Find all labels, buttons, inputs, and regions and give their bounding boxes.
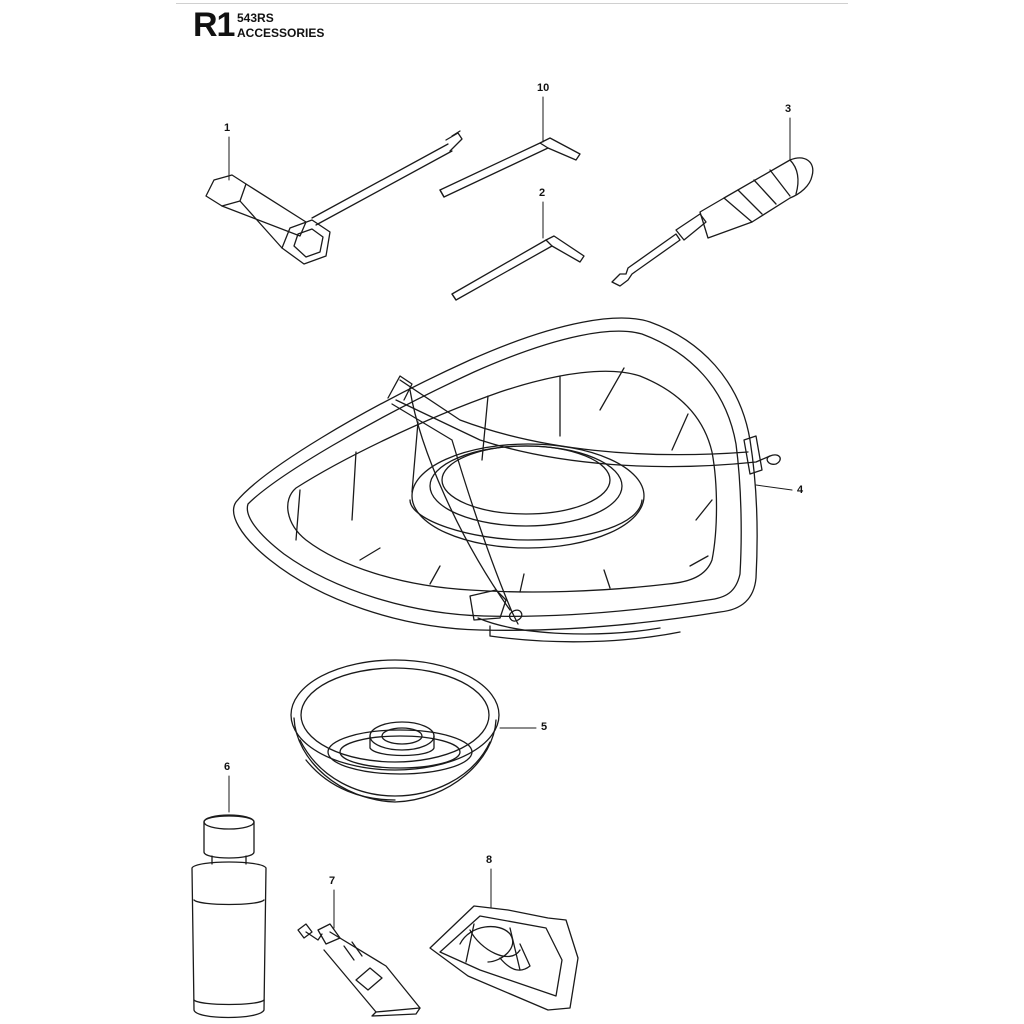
header-rule <box>176 3 848 4</box>
callout-5[interactable]: 5 <box>541 721 548 733</box>
callout-6[interactable]: 6 <box>224 761 231 773</box>
callout-2[interactable]: 2 <box>539 187 546 199</box>
model-name: 543RS <box>237 11 274 25</box>
callout-1[interactable]: 1 <box>224 122 231 134</box>
blade-guard[interactable] <box>232 317 781 643</box>
oil-bottle[interactable] <box>191 814 267 1019</box>
page-code: R1 <box>193 6 235 44</box>
callout-10[interactable]: 10 <box>537 82 550 94</box>
hex-key-small[interactable] <box>451 235 585 301</box>
callout-4[interactable]: 4 <box>797 484 804 496</box>
combination-spanner[interactable] <box>205 130 463 265</box>
callout-7[interactable]: 7 <box>329 875 336 887</box>
leader-lines <box>228 96 793 929</box>
support-cup[interactable] <box>290 659 500 803</box>
hex-key-large[interactable] <box>439 137 581 198</box>
grease-tube[interactable] <box>297 923 421 1017</box>
callout-3[interactable]: 3 <box>785 103 792 115</box>
section-title: ACCESSORIES <box>237 26 325 40</box>
screwdriver[interactable] <box>611 157 814 287</box>
harness-bag[interactable] <box>429 905 579 1011</box>
callout-8[interactable]: 8 <box>486 854 493 866</box>
